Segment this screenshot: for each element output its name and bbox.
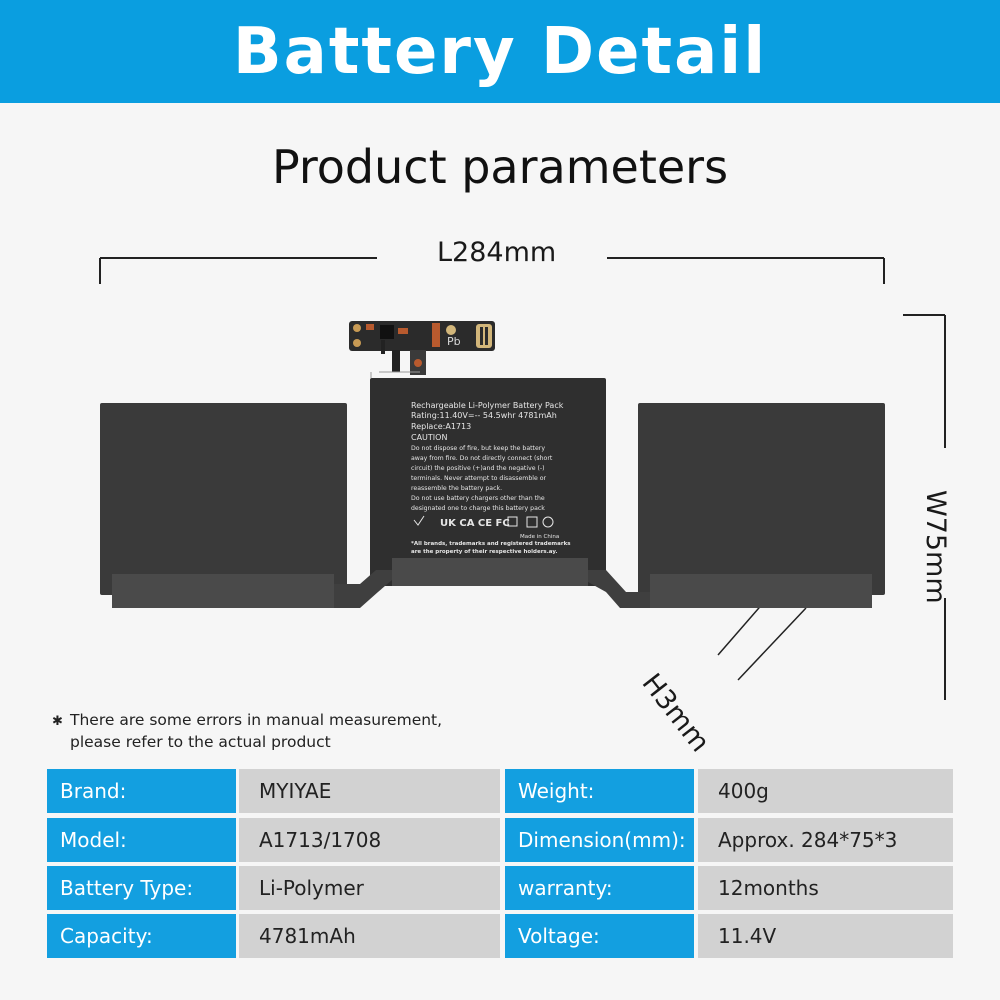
length-label: L284mm	[437, 237, 557, 268]
svg-text:Rechargeable Li-Polymer Batter: Rechargeable Li-Polymer Battery Pack	[411, 401, 564, 410]
center-cell	[370, 378, 606, 586]
spec-value: 400g	[698, 769, 953, 813]
spec-value: 11.4V	[698, 914, 953, 958]
right-cell	[638, 403, 885, 595]
svg-text:Rating:11.40V=-- 54.5whr 4781m: Rating:11.40V=-- 54.5whr 4781mAh	[411, 411, 557, 420]
spec-key: warranty:	[505, 866, 694, 910]
spec-key: Battery Type:	[47, 866, 236, 910]
svg-text:Do not use battery chargers ot: Do not use battery chargers other than t…	[411, 495, 545, 502]
spec-value: 4781mAh	[239, 914, 500, 958]
svg-text:reassemble the battery pack.: reassemble the battery pack.	[411, 485, 502, 492]
svg-text:circuit) the positive (+)and t: circuit) the positive (+)and the negativ…	[411, 465, 545, 472]
spec-key: Weight:	[505, 769, 694, 813]
svg-text:Made in China: Made in China	[520, 534, 559, 540]
spec-value: Li-Polymer	[239, 866, 500, 910]
left-cell	[100, 403, 347, 595]
note-line-1: There are some errors in manual measurem…	[70, 711, 443, 729]
svg-text:designated one to charge this: designated one to charge this battery pa…	[411, 505, 545, 512]
svg-text:UK CA CE FC: UK CA CE FC	[440, 518, 510, 529]
connector-board: Pb	[349, 321, 495, 378]
svg-text:*All brands, trademarks and re: *All brands, trademarks and registered t…	[411, 541, 571, 547]
spec-value: Approx. 284*75*3	[698, 818, 953, 862]
svg-text:Do not dispose of fire, but ke: Do not dispose of fire, but keep the bat…	[411, 445, 545, 452]
spec-value: 12months	[698, 866, 953, 910]
page-title: Battery Detail	[232, 14, 768, 89]
spec-key: Voltage:	[505, 914, 694, 958]
asterisk-icon: ✱	[52, 714, 63, 729]
spec-key: Dimension(mm):	[505, 818, 694, 862]
spec-value: A1713/1708	[239, 818, 500, 862]
battery-illustration: Pb Rechargeable Li-Polymer Battery Pack …	[99, 257, 946, 700]
spec-key: Brand:	[47, 769, 236, 813]
spec-key: Model:	[47, 818, 236, 862]
svg-text:CAUTION: CAUTION	[411, 433, 447, 442]
svg-text:are the property of their resp: are the property of their respective hol…	[411, 549, 558, 555]
header-banner: Battery Detail	[0, 0, 1000, 103]
spec-value: MYIYAE	[239, 769, 500, 813]
measurement-note: ✱ There are some errors in manual measure…	[52, 710, 442, 753]
svg-text:terminals. Never attempt to di: terminals. Never attempt to disassemble …	[411, 475, 547, 482]
svg-text:away from fire. Do not directl: away from fire. Do not directly connect …	[411, 455, 553, 462]
section-title: Product parameters	[271, 140, 729, 194]
svg-text:Pb: Pb	[447, 335, 461, 348]
svg-text:Replace:A1713: Replace:A1713	[411, 422, 471, 431]
note-line-2: please refer to the actual product	[70, 733, 331, 751]
spec-key: Capacity:	[47, 914, 236, 958]
